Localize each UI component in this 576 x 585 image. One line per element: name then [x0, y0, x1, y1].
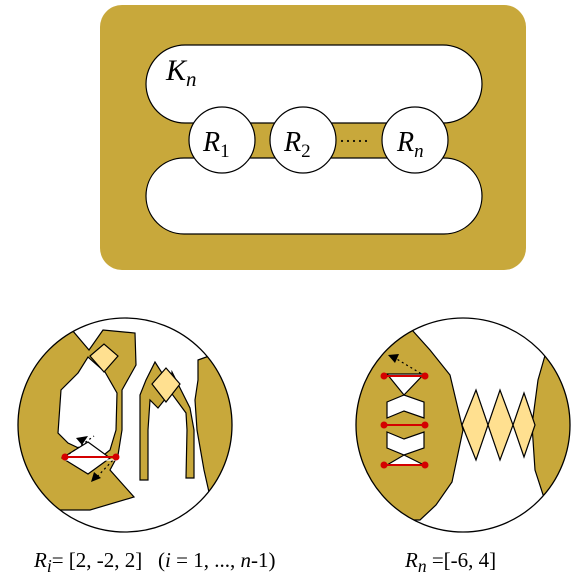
- knot-label: Kn: [165, 54, 197, 91]
- caption-rn: Rn =[-6, 4]: [405, 548, 497, 577]
- region-rn-circle: [381, 106, 449, 174]
- tangle-rn-figure: [355, 317, 571, 533]
- middle-band: [139, 360, 195, 481]
- knot-kn-figure: Kn R1 R2 Rn ·····: [100, 5, 526, 270]
- region-r1-label: R1: [202, 127, 230, 162]
- crossing-dot-left: [61, 453, 69, 461]
- region-rn-label: Rn: [396, 127, 424, 162]
- region-r2-label: R2: [283, 127, 311, 162]
- diamond-chain-3: [512, 391, 536, 459]
- diamond-top-left: [89, 343, 119, 373]
- tangle-ri-figure: [17, 317, 233, 533]
- twist-hole-1: [385, 373, 426, 396]
- region-r2-circle: [269, 106, 337, 174]
- caption-ri: Ri= [2, -2, 2] (i = 1, ..., n-1): [34, 548, 276, 577]
- region-r1-circle: [188, 106, 256, 174]
- diamond-middle: [151, 367, 181, 403]
- twist-hole-2: [386, 394, 425, 419]
- twist-hole-3: [386, 431, 425, 456]
- crossing-dot-right: [112, 453, 120, 461]
- ellipsis-dots: ·····: [339, 131, 369, 151]
